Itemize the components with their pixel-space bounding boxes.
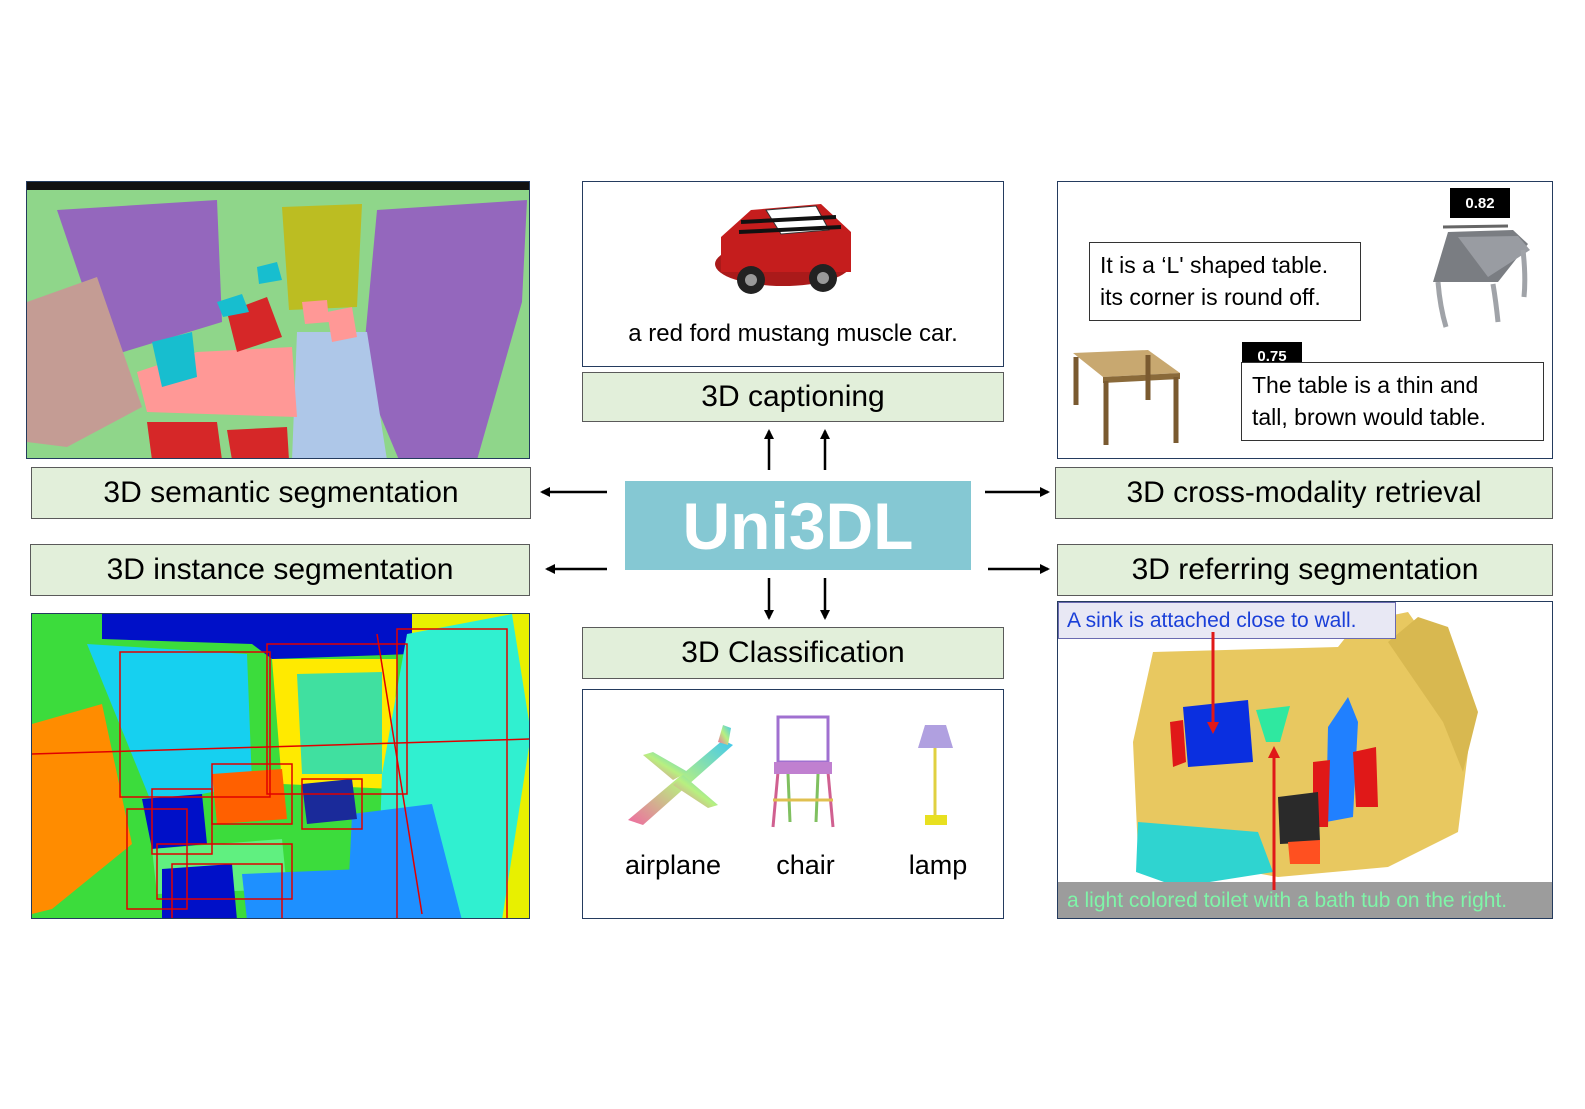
instance-seg-scene — [32, 614, 529, 918]
uni3dl-center-box: Uni3DL — [625, 481, 971, 570]
retrieval-query-2: The table is a thin and tall, brown woul… — [1241, 362, 1544, 441]
semantic-seg-scene — [27, 182, 529, 458]
brown-table-image — [1073, 350, 1180, 445]
class-label-airplane: airplane — [624, 850, 722, 880]
referring-label: 3D referring segmentation — [1057, 544, 1553, 596]
l-shaped-table-image — [1433, 224, 1530, 328]
red-car-image — [715, 204, 851, 294]
referring-panel: A sink is attached close to wall. a ligh… — [1057, 601, 1553, 919]
referring-pointers — [1207, 632, 1280, 890]
referring-top-label-box — [1058, 602, 1396, 639]
retrieval-query-1: It is a ‘L' shaped table. its corner is … — [1089, 242, 1361, 321]
captioning-panel: a red ford mustang muscle car. — [582, 181, 1004, 367]
semantic-segmentation-label: 3D semantic segmentation — [31, 467, 531, 519]
referring-bottom-text: a light colored toilet with a bath tub o… — [1067, 889, 1508, 912]
semantic-seg-panel — [26, 181, 530, 459]
lamp-pointcloud-icon — [918, 725, 953, 825]
bathroom-scene — [1058, 602, 1552, 918]
chair-pointcloud-icon — [771, 715, 835, 828]
referring-bottom-bar — [1058, 882, 1552, 918]
captioning-label: 3D captioning — [582, 372, 1004, 422]
instance-seg-panel — [31, 613, 530, 919]
class-label-chair: chair — [776, 850, 835, 880]
airplane-pointcloud-icon — [628, 725, 733, 825]
retrieval-panel: It is a ‘L' shaped table. its corner is … — [1057, 181, 1553, 459]
class-label-lamp: lamp — [908, 850, 968, 880]
classification-label: 3D Classification — [582, 627, 1004, 679]
retrieval-label: 3D cross-modality retrieval — [1055, 467, 1553, 519]
instance-segmentation-label: 3D instance segmentation — [30, 544, 530, 596]
referring-top-text: A sink is attached close to wall. — [1067, 609, 1357, 632]
classification-panel: airplane chair lamp — [582, 689, 1004, 919]
retrieval-score-1: 0.82 — [1450, 188, 1510, 218]
caption-text: a red ford mustang muscle car. — [628, 320, 958, 347]
